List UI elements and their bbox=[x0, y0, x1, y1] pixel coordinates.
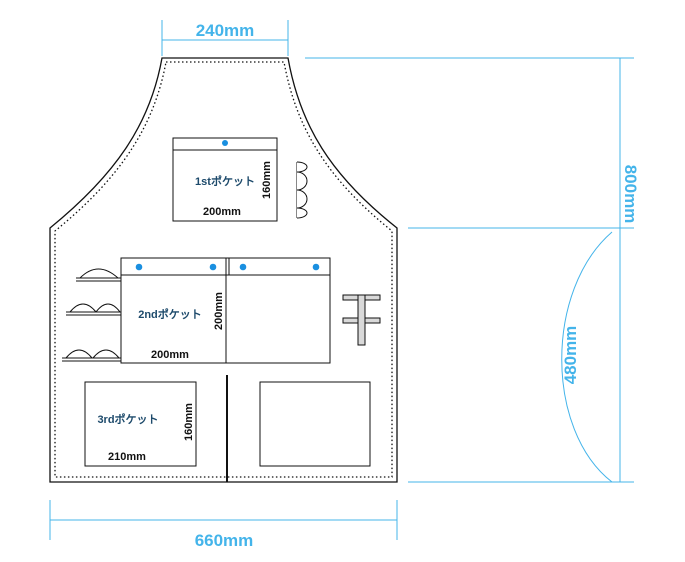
dimension-lines bbox=[49, 20, 634, 540]
fourth-pocket-body bbox=[259, 381, 371, 467]
second-pocket bbox=[120, 257, 331, 364]
second-pocket-name: 2ndポケット bbox=[138, 307, 202, 321]
lower-height-label: 480mm bbox=[561, 326, 580, 385]
third-pocket-body bbox=[84, 381, 197, 467]
snap-button-icon bbox=[312, 263, 320, 271]
bracket-icon bbox=[342, 294, 381, 346]
bottom-width-label: 660mm bbox=[195, 531, 254, 550]
total-height-label: 800mm bbox=[621, 165, 640, 224]
first-pocket-body bbox=[172, 137, 278, 222]
snap-button-icon bbox=[135, 263, 143, 271]
first-pocket-name: 1stポケット bbox=[195, 174, 255, 188]
third-pocket-name: 3rdポケット bbox=[97, 412, 158, 426]
first-pocket-width: 200mm bbox=[203, 206, 241, 218]
pen-holder-icon bbox=[296, 161, 308, 219]
first-pocket-height: 160mm bbox=[261, 161, 273, 199]
apron-stitching bbox=[54, 61, 393, 478]
tool-shelf-icon bbox=[62, 268, 122, 362]
snap-button-icon bbox=[239, 263, 247, 271]
third-pocket-width: 210mm bbox=[108, 451, 146, 463]
lower-height-arc bbox=[561, 231, 613, 483]
top-width-label: 240mm bbox=[196, 21, 255, 40]
second-pocket-height: 200mm bbox=[213, 292, 225, 330]
snap-button-icon bbox=[222, 140, 228, 146]
third-pocket-height: 160mm bbox=[183, 403, 195, 441]
second-pocket-width: 200mm bbox=[151, 349, 189, 361]
snap-button-icon bbox=[209, 263, 217, 271]
third-pocket bbox=[84, 381, 197, 467]
first-pocket bbox=[172, 137, 278, 222]
